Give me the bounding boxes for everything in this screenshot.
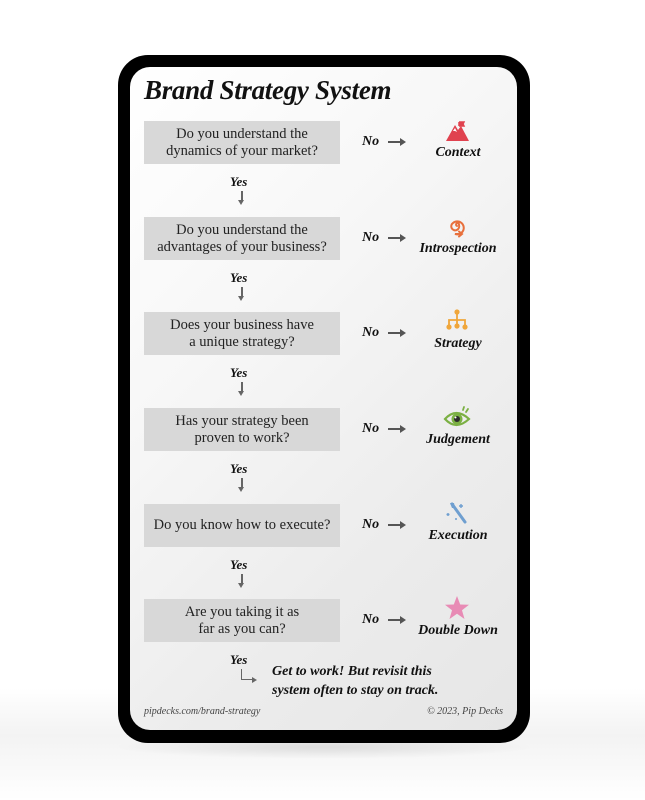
- question-line: Do you understand the: [176, 125, 308, 142]
- yes-label: Yes: [230, 461, 248, 476]
- question-box: Do you know how to execute?: [144, 504, 340, 547]
- yes-label: Yes: [230, 557, 248, 572]
- hierarchy-icon: [443, 308, 471, 334]
- question-line: Do you understand the: [176, 221, 308, 238]
- star-icon: [443, 595, 471, 621]
- down-arrow-icon: [238, 191, 244, 205]
- card-panel: Brand Strategy System Do you understand …: [130, 67, 517, 730]
- yes-label: Yes: [230, 174, 248, 189]
- final-message-line: system often to stay on track.: [272, 683, 439, 698]
- flow-step-double-down: Are you taking it as far as you can? No …: [130, 596, 517, 698]
- right-arrow-icon: [388, 329, 406, 337]
- right-arrow-icon: [388, 234, 406, 242]
- right-arrow-icon: [388, 425, 406, 433]
- final-message: Get to work! But revisit this system oft…: [272, 662, 438, 700]
- mountain-icon: [443, 117, 471, 143]
- yes-label: Yes: [230, 365, 248, 380]
- question-line: Does your business have: [170, 316, 314, 333]
- down-arrow-icon: [238, 574, 244, 588]
- footer-copyright: © 2023, Pip Decks: [427, 706, 503, 717]
- question-box: Do you understand the advantages of your…: [144, 217, 340, 260]
- question-line: far as you can?: [198, 620, 286, 637]
- no-label: No: [362, 134, 380, 149]
- question-box: Has your strategy been proven to work?: [144, 408, 340, 451]
- question-box: Does your business have a unique strateg…: [144, 312, 340, 355]
- yes-label: Yes: [230, 270, 248, 285]
- down-arrow-icon: [238, 287, 244, 301]
- flow-step-strategy: Does your business have a unique strateg…: [130, 309, 517, 408]
- elbow-arrow-icon: [241, 669, 257, 683]
- card-title: Brand Strategy System: [144, 75, 392, 105]
- footer-url: pipdecks.com/brand-strategy: [144, 706, 261, 717]
- question-box: Are you taking it as far as you can?: [144, 599, 340, 642]
- outcome-label: Judgement: [426, 432, 490, 447]
- right-arrow-icon: [388, 138, 406, 146]
- down-arrow-icon: [238, 382, 244, 396]
- question-box: Do you understand the dynamics of your m…: [144, 121, 340, 164]
- outcome-label: Double Down: [418, 623, 498, 638]
- question-line: Has your strategy been: [175, 412, 309, 429]
- magic-wand-icon: [443, 500, 471, 526]
- flow-step-judgement: Has your strategy been proven to work? N…: [130, 406, 517, 504]
- final-message-line: Get to work! But revisit this: [272, 664, 432, 679]
- flow-step-context: Do you understand the dynamics of your m…: [130, 121, 517, 217]
- spiral-icon: [443, 213, 471, 239]
- question-line: a unique strategy?: [189, 333, 295, 350]
- right-arrow-icon: [388, 521, 406, 529]
- no-label: No: [362, 325, 380, 340]
- outcome-label: Introspection: [419, 241, 497, 256]
- no-label: No: [362, 517, 380, 532]
- eye-icon: [443, 404, 471, 430]
- question-line: Do you know how to execute?: [153, 517, 331, 533]
- outcome-label: Context: [435, 145, 481, 160]
- question-line: dynamics of your market?: [166, 142, 318, 159]
- outcome-label: Strategy: [434, 336, 482, 351]
- outcome-label: Execution: [428, 528, 488, 543]
- down-arrow-icon: [238, 478, 244, 492]
- question-line: Are you taking it as: [184, 603, 300, 620]
- question-line: proven to work?: [194, 429, 290, 446]
- no-label: No: [362, 421, 380, 436]
- flow-step-execution: Do you know how to execute? No Execution…: [130, 502, 517, 600]
- right-arrow-icon: [388, 616, 406, 624]
- no-label: No: [362, 230, 380, 245]
- strategy-card: Brand Strategy System Do you understand …: [118, 55, 530, 743]
- question-line: advantages of your business?: [157, 238, 327, 255]
- no-label: No: [362, 612, 380, 627]
- flow-step-introspection: Do you understand the advantages of your…: [130, 217, 517, 313]
- yes-label: Yes: [230, 652, 248, 667]
